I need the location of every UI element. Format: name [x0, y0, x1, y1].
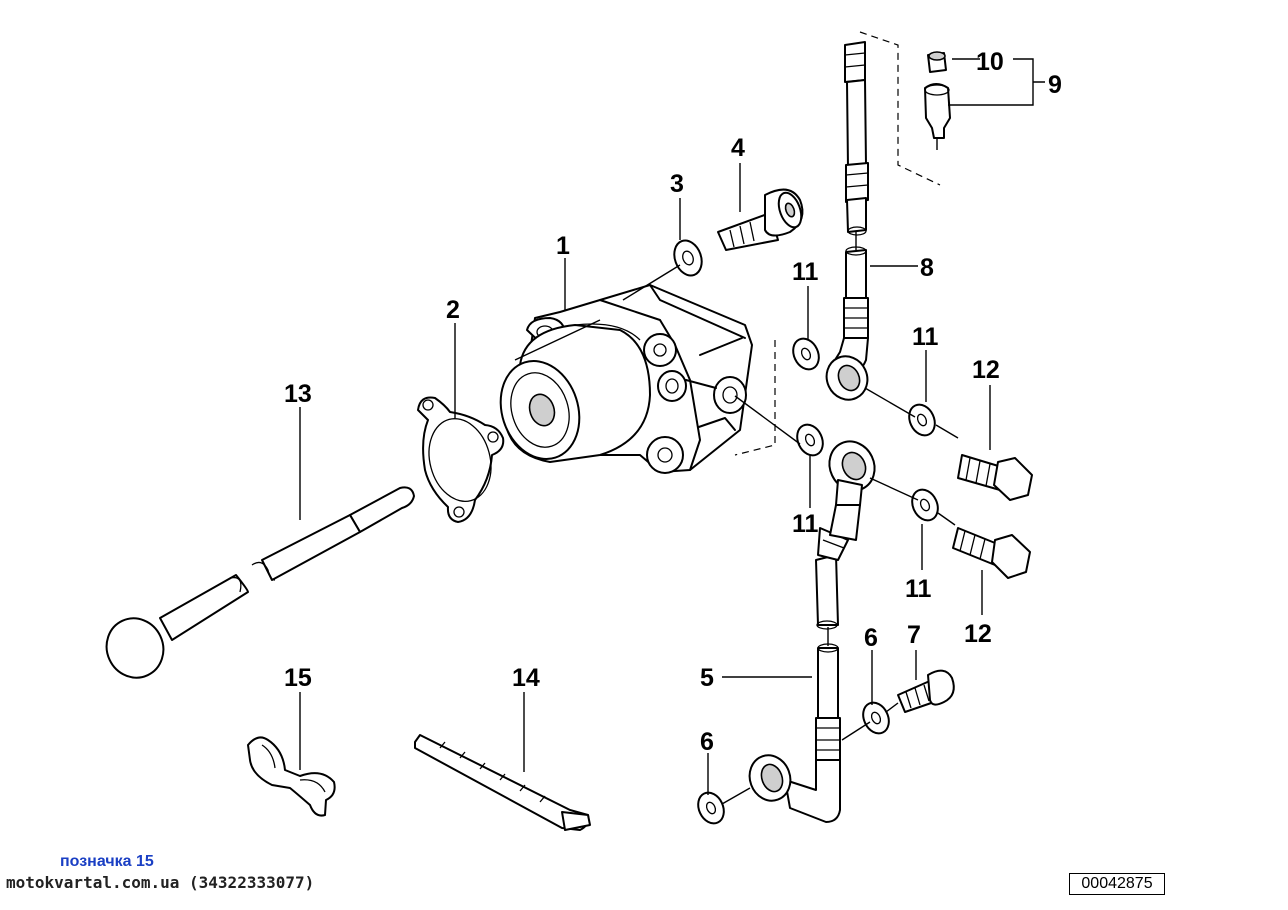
hose-8	[825, 246, 869, 401]
banjo-bolt-7	[897, 669, 955, 713]
cap-10	[927, 51, 947, 73]
leader-lines	[299, 58, 1045, 805]
hose-top-line	[844, 41, 869, 236]
callout-11-c: 11	[792, 510, 819, 538]
callout-7: 7	[907, 621, 921, 649]
callout-2: 2	[446, 296, 460, 324]
callout-9: 9	[1048, 71, 1062, 99]
callout-13: 13	[284, 380, 312, 408]
reference-label: позначка 15	[60, 853, 154, 870]
hose-5	[748, 643, 841, 823]
gasket	[417, 396, 505, 523]
washer-11-c	[796, 423, 824, 457]
washer-6-right	[862, 701, 890, 735]
push-rod-13	[105, 486, 415, 679]
slave-cylinder-body	[499, 284, 753, 474]
callout-12-a: 12	[972, 356, 1000, 384]
washer-3	[673, 239, 703, 277]
callout-6-right: 6	[864, 624, 878, 652]
washer-11-b	[908, 403, 936, 437]
callout-8: 8	[920, 254, 934, 282]
washer-6-left	[697, 791, 725, 825]
hose-clip-15	[247, 736, 336, 817]
callout-14: 14	[512, 664, 540, 692]
callout-15: 15	[284, 664, 312, 692]
callout-4: 4	[731, 134, 745, 162]
cable-tie-14	[414, 734, 591, 831]
hex-bolt-12-b	[952, 527, 1031, 579]
callout-11-a: 11	[792, 258, 819, 286]
callout-labels: 1 2 3 4 5 6 6 7 8 9 10 11 11 11 11 12 12…	[284, 48, 1062, 756]
callout-6-left: 6	[700, 728, 714, 756]
socket-bolt-4	[717, 188, 804, 251]
washer-11-a	[792, 337, 820, 371]
callout-11-b: 11	[912, 323, 939, 351]
hex-bolt-12-a	[957, 454, 1033, 501]
washer-11-d	[911, 488, 939, 522]
callout-12-b: 12	[964, 620, 992, 648]
callout-10: 10	[976, 48, 1004, 76]
document-number: 00042875	[1069, 873, 1165, 895]
hose-5-upper	[815, 440, 876, 630]
callout-1: 1	[556, 232, 570, 260]
callout-3: 3	[670, 170, 684, 198]
site-watermark: motokvartal.com.ua (34322333077)	[6, 873, 315, 892]
callout-11-d: 11	[905, 575, 932, 603]
fitting-9	[924, 83, 951, 139]
callout-5: 5	[700, 664, 714, 692]
